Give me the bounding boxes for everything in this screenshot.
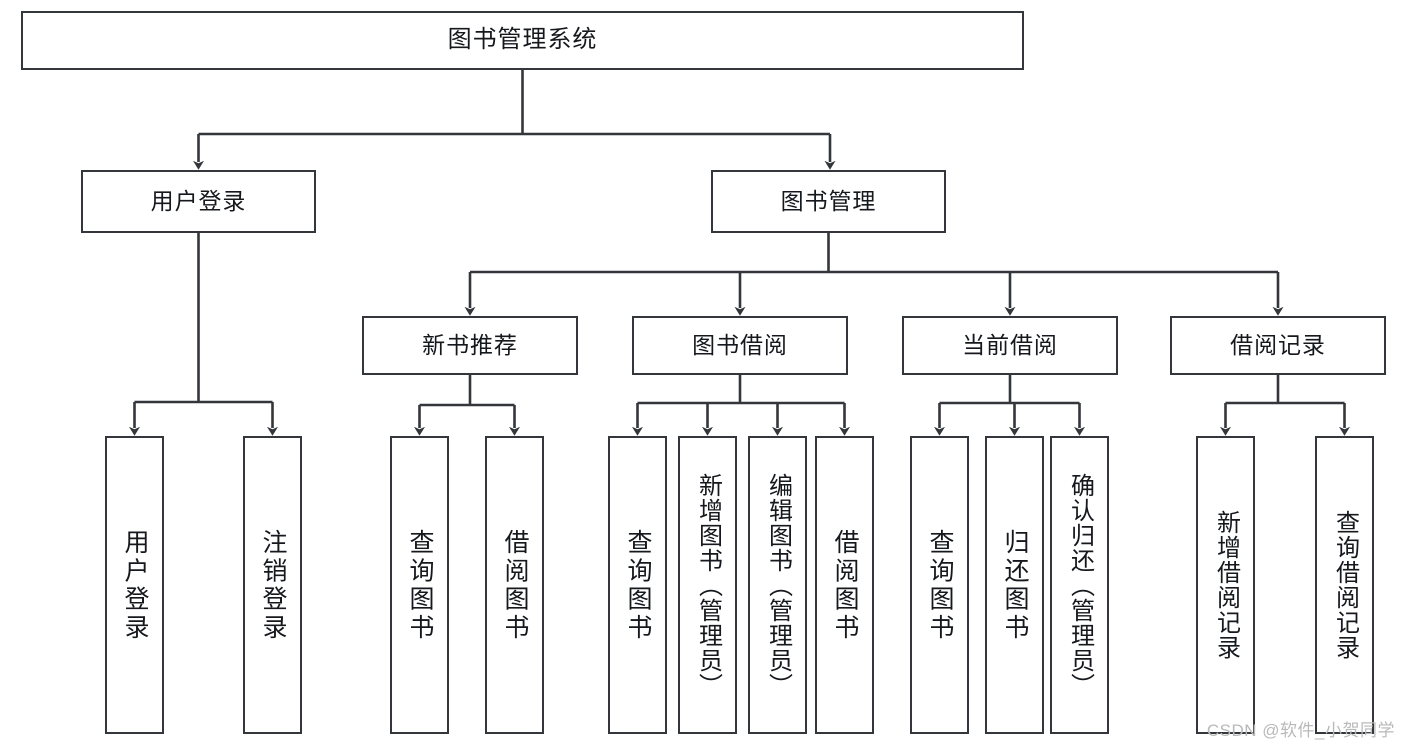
node-user-login[interactable]: 用户登录 bbox=[81, 170, 316, 233]
node-label: 查询图书 bbox=[926, 528, 954, 642]
leaf-query-books-borrow[interactable]: 查询图书 bbox=[608, 436, 667, 734]
node-label: 查询图书 bbox=[624, 528, 652, 642]
csdn-watermark: CSDN @软件_小贺同学 bbox=[1206, 721, 1395, 740]
node-label: 当前借阅 bbox=[962, 331, 1058, 358]
node-label: 借阅记录 bbox=[1230, 331, 1326, 358]
node-root-system[interactable]: 图书管理系统 bbox=[21, 11, 1024, 70]
leaf-user-logout[interactable]: 注销登录 bbox=[243, 436, 302, 734]
node-label: 图书管理 bbox=[780, 187, 877, 214]
node-label: 新增借阅记录 bbox=[1212, 510, 1240, 660]
node-label: 归还图书 bbox=[1001, 528, 1029, 642]
node-label: 新书推荐 bbox=[422, 331, 518, 358]
leaf-return-books[interactable]: 归还图书 bbox=[985, 436, 1044, 734]
node-label: 查询图书 bbox=[406, 528, 434, 642]
node-book-management[interactable]: 图书管理 bbox=[711, 170, 946, 233]
node-label: 注销登录 bbox=[259, 528, 287, 642]
node-current-borrow[interactable]: 当前借阅 bbox=[902, 316, 1118, 375]
leaf-add-book-admin[interactable]: 新增图书（管理员） bbox=[678, 436, 737, 734]
leaf-query-books-current[interactable]: 查询图书 bbox=[910, 436, 969, 734]
node-label: 确认归还（管理员） bbox=[1066, 472, 1094, 698]
node-label: 借阅图书 bbox=[501, 528, 529, 642]
leaf-borrow-books[interactable]: 借阅图书 bbox=[815, 436, 874, 734]
leaf-confirm-return-admin[interactable]: 确认归还（管理员） bbox=[1050, 436, 1109, 734]
leaf-query-borrow-record[interactable]: 查询借阅记录 bbox=[1315, 436, 1374, 734]
node-label: 新增图书（管理员） bbox=[694, 472, 722, 698]
leaf-add-borrow-record[interactable]: 新增借阅记录 bbox=[1196, 436, 1255, 734]
node-borrow-records[interactable]: 借阅记录 bbox=[1170, 316, 1386, 375]
node-label: 图书管理系统 bbox=[447, 26, 598, 54]
node-label: 图书借阅 bbox=[692, 331, 788, 358]
node-label: 编辑图书（管理员） bbox=[764, 472, 792, 698]
leaf-user-login[interactable]: 用户登录 bbox=[105, 436, 164, 734]
node-label: 查询借阅记录 bbox=[1331, 510, 1359, 660]
node-label: 用户登录 bbox=[150, 187, 247, 214]
node-book-borrow[interactable]: 图书借阅 bbox=[632, 316, 848, 375]
leaf-query-books-recommend[interactable]: 查询图书 bbox=[390, 436, 449, 734]
node-new-book-recommend[interactable]: 新书推荐 bbox=[362, 316, 578, 375]
node-label: 用户登录 bbox=[121, 528, 149, 642]
leaf-edit-book-admin[interactable]: 编辑图书（管理员） bbox=[748, 436, 807, 734]
leaf-borrow-books-recommend[interactable]: 借阅图书 bbox=[485, 436, 544, 734]
node-label: 借阅图书 bbox=[831, 528, 859, 642]
